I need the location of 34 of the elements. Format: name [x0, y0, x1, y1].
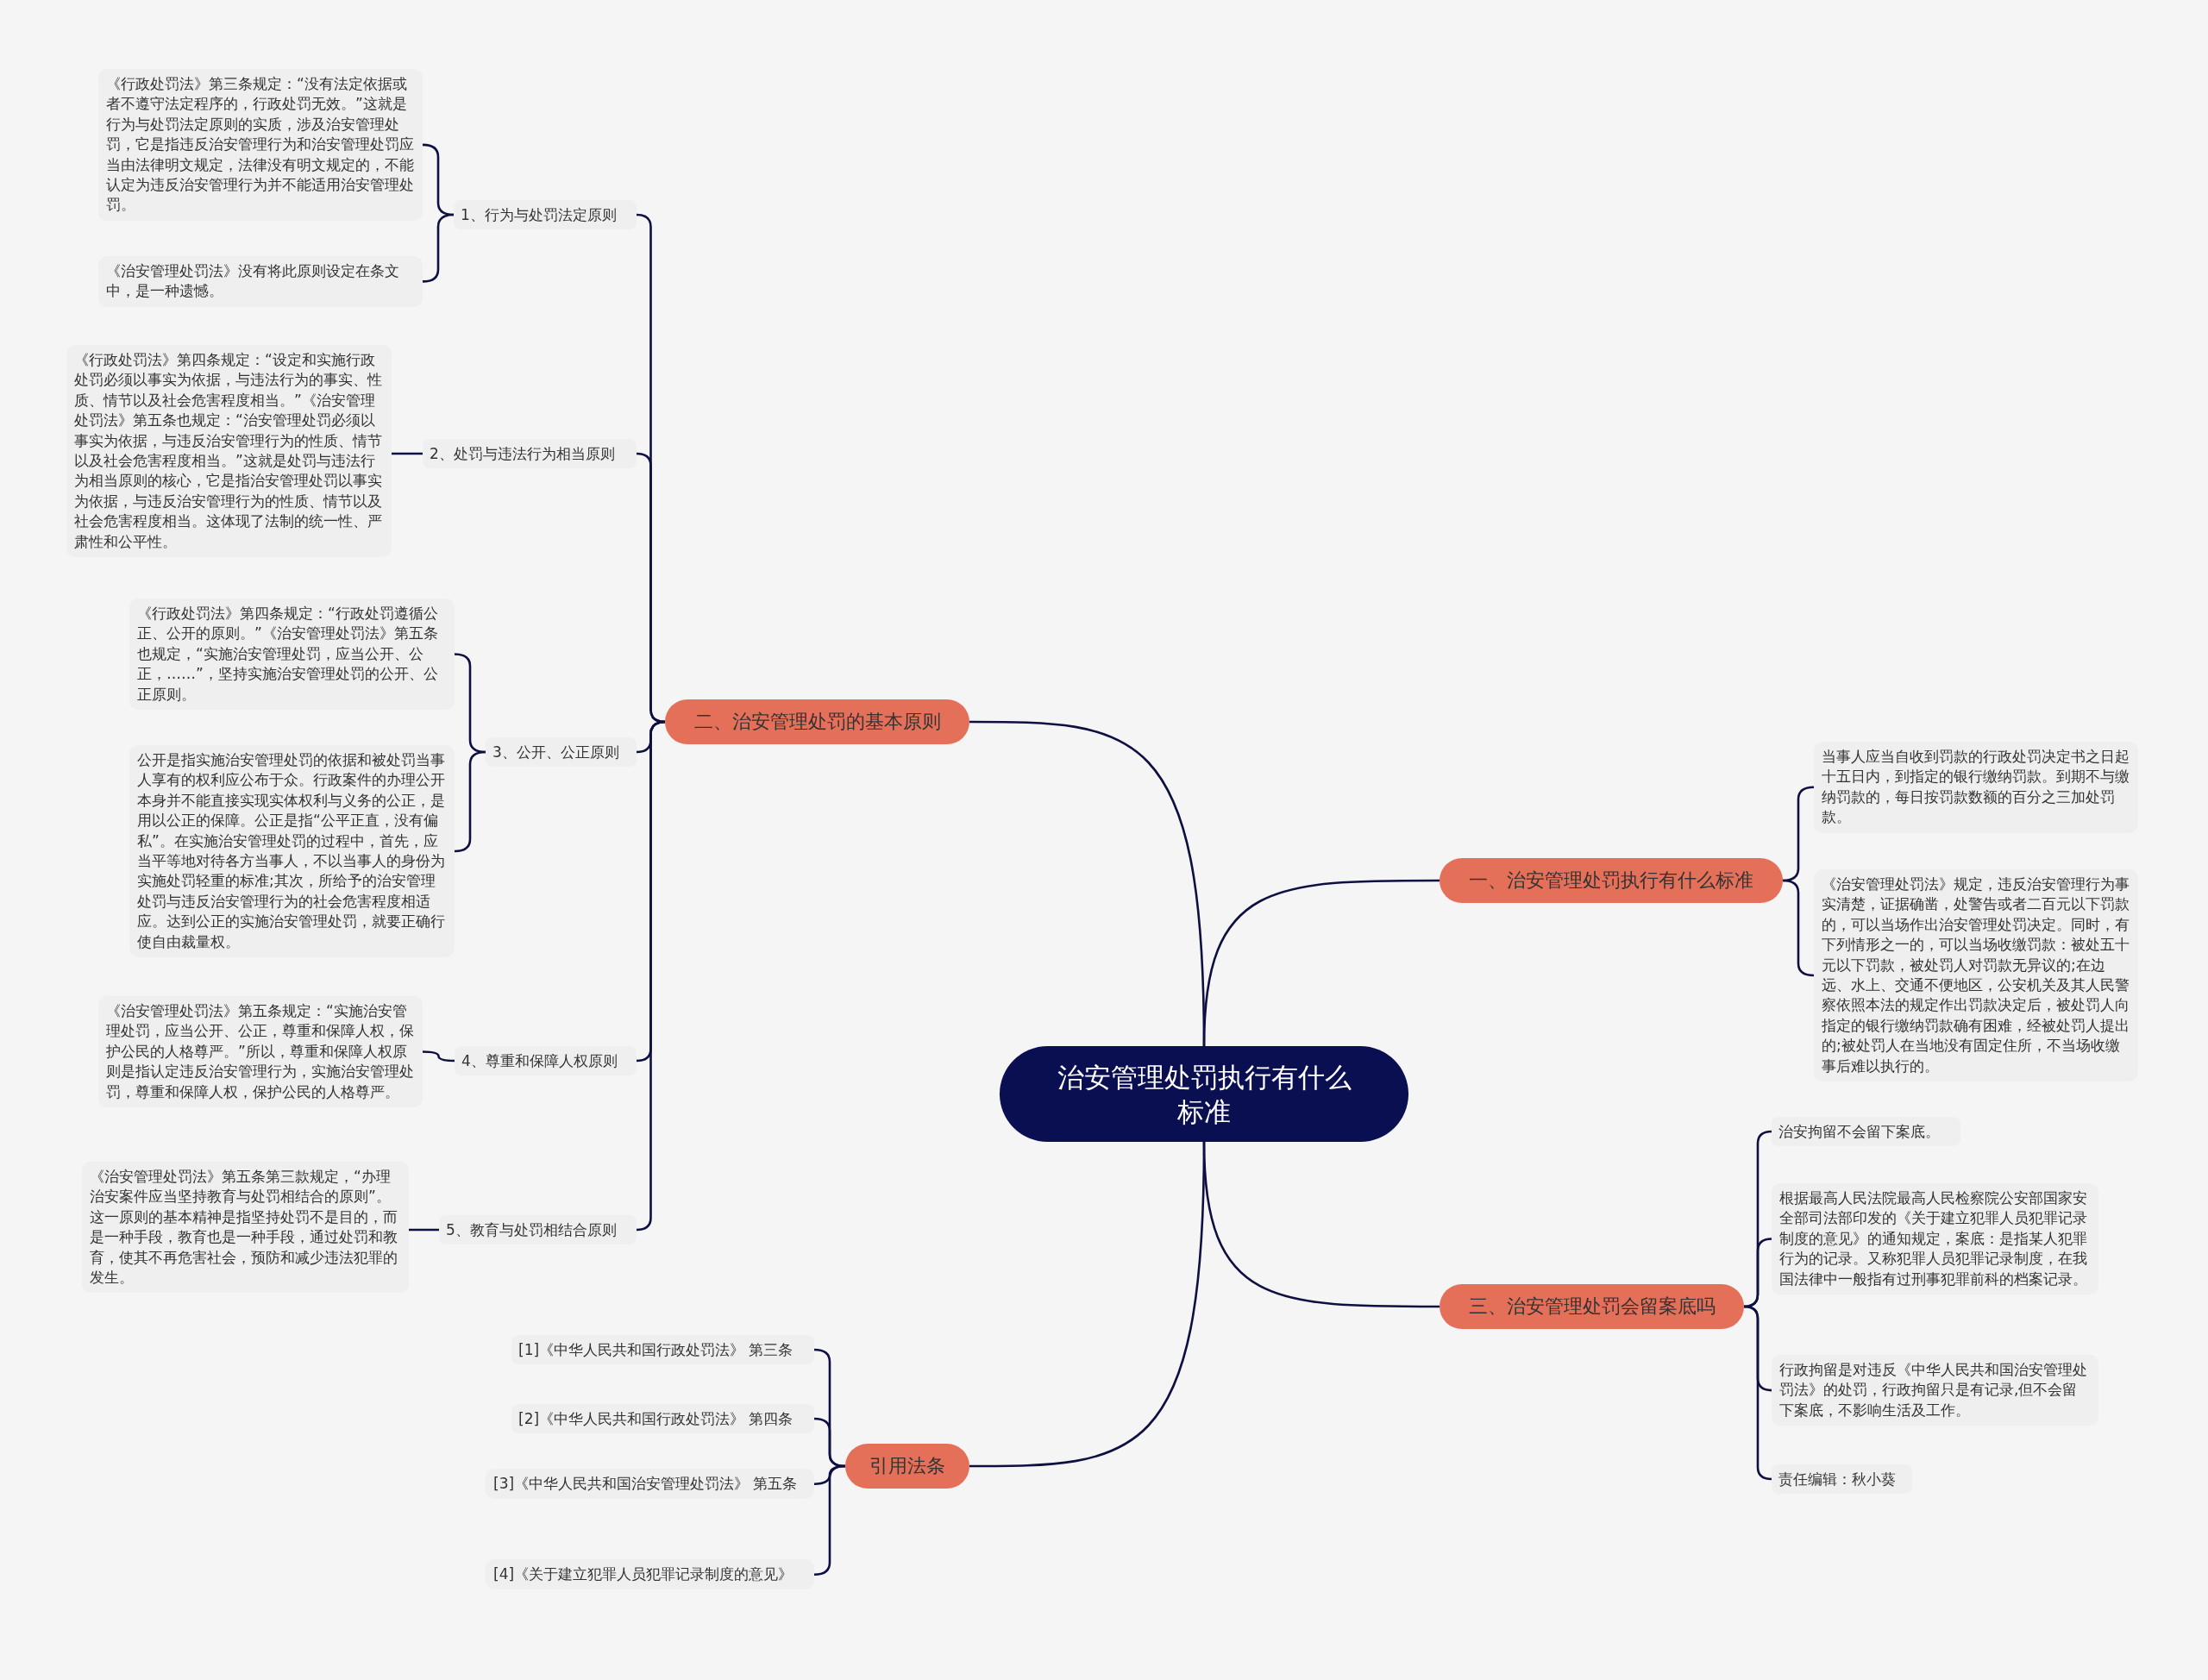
- connector-line: [636, 720, 666, 1232]
- note-card: 《行政处罚法》第四条规定：“行政处罚遵循公正、公开的原则。”《治安管理处罚法》第五条也规定，“实施治安管理处罚，应当公开、公正，……”，坚持实施治安管理处罚的公开、公正原则。: [129, 599, 455, 711]
- subtopic-label: 4、尊重和保障人权原则: [455, 1046, 637, 1075]
- subtopic-label: 5、教育与处罚相结合原则: [439, 1215, 637, 1244]
- connector-line: [392, 452, 423, 455]
- central-topic-pill: 治安管理处罚执行有什么标准: [1000, 1046, 1408, 1142]
- subtopic-label: [1]《中华人民共和国行政处罚法》 第三条: [511, 1335, 814, 1364]
- note-card: 《治安管理处罚法》第五条第三款规定，“办理治安案件应当坚持教育与处罚相结合的原则”。这一原则的基本精神是指坚持处罚不是目的，而是一种手段，教育也是一种手段，通过处罚和教育，使其不再危害社会，预防和减少违法犯罪的发生。: [82, 1162, 409, 1294]
- citation-card: [4]《关于建立犯罪人员犯罪记录制度的意见》: [486, 1559, 814, 1590]
- connector-line: [1202, 1141, 1440, 1308]
- subtopic-label: 1、行为与处罚法定原则: [454, 200, 637, 229]
- connector-line: [969, 720, 1206, 1047]
- connector-line: [636, 452, 666, 724]
- subtopic-label: 治安拘留不会留下案底。: [1772, 1117, 1960, 1146]
- topic-pill: 二、治安管理处罚的基本原则: [665, 699, 969, 744]
- note-card: 《行政处罚法》第三条规定：“没有法定依据或者不遵守法定程序的，行政处罚无效。”这就是行为与处罚法定原则的实质，涉及治安管理处罚，它是指违反治安管理行为和治安管理处罚应当由法律明文规定，法律没有明文规定的，不能认定为违反治安管理行为并不能适用治安管理处罚。: [98, 69, 423, 221]
- note-card: 《治安管理处罚法》第五条规定：“实施治安管理处罚，应当公开、公正，尊重和保障人权，保护公民的人格尊严。”所以，尊重和保障人权原则是指认定违反治安管理行为，实施治安管理处罚，尊重和保障人权，保护公民的人格尊严。: [98, 996, 423, 1108]
- connector-line: [423, 1050, 455, 1063]
- note-card: 《行政处罚法》第四条规定：“设定和实施行政处罚必须以事实为依据，与违法行为的事实、性质、情节以及社会危害程度相当。”《治安管理处罚法》第五条也规定：“治安管理处罚必须以事实为依据，与违反治安管理行为的性质、情节以及社会危害程度相当。”这就是处罚与违法行为相当原则的核心，它是指治安管理处罚以事实为依据，与违反治安管理行为的性质、情节以及社会危害程度相当。这体现了法制的统一性、严肃性和公平性。: [66, 345, 392, 558]
- topic-pill: 一、治安管理处罚执行有什么标准: [1440, 858, 1783, 903]
- note-card: 行政拘留是对违反《中华人民共和国治安管理处罚法》的处罚，行政拘留只是有记录,但不会留下案底，不影响生活及工作。: [1772, 1355, 2098, 1426]
- subtopic-label: [2]《中华人民共和国行政处罚法》 第四条: [511, 1404, 814, 1433]
- connector-line: [409, 1228, 439, 1232]
- note-card: 当事人应当自收到罚款的行政处罚决定书之日起十五日内，到指定的银行缴纳罚款。到期不与缴纳罚款的，每日按罚款数额的百分之三加处罚款。: [1814, 742, 2138, 833]
- subtopic-label: 责任编辑：秋小葵: [1772, 1464, 1912, 1494]
- note-card: 《治安管理处罚法》没有将此原则设定在条文中，是一种遗憾。: [98, 256, 423, 307]
- subtopic-label: 3、公开、公正原则: [486, 737, 637, 767]
- note-card: 根据最高人民法院最高人民检察院公安部国家安全部司法部印发的《关于建立犯罪人员犯罪记录制度的意见》的通知规定，案底：是指某人犯罪行为的记录。又称犯罪人员犯罪记录制度，在我国法律中一般指有过刑事犯罪前科的档案记录。: [1772, 1183, 2098, 1295]
- citation-card: [3]《中华人民共和国治安管理处罚法》 第五条: [486, 1469, 814, 1500]
- note-card: 《治安管理处罚法》规定，违反治安管理行为事实清楚，证据确凿，处警告或者二百元以下罚款的，可以当场作出治安管理处罚决定。同时，有下列情形之一的，可以当场收缴罚款：被处五十元以下罚款，被处罚人对罚款无异议的;在边远、水上、交通不便地区，公安机关及其人民警察依照本法的规定作出罚款决定后，被处罚人向指定的银行缴纳罚款确有困难，经被处罚人提出的;被处罚人在当地没有固定住所，不当场收缴事后难以执行的。: [1814, 869, 2138, 1082]
- note-card: 公开是指实施治安管理处罚的依据和被处罚当事人享有的权利应公布于众。行政案件的办理公开本身并不能直接实现实体权利与义务的公正，是用以公正的保障。公正是指“公平正直，没有偏私”。在实施治安管理处罚的过程中，首先，应当平等地对待各方当事人，不以当事人的身份为实施处罚轻重的标准;其次，所给予的治安管理处罚与违反治安管理行为的社会危害程度相适应。达到公正的实施治安管理处罚，就要正确行使自由裁量权。: [129, 745, 455, 958]
- topic-pill: 三、治安管理处罚会留案底吗: [1440, 1284, 1744, 1329]
- subtopic-label: 2、处罚与违法行为相当原则: [423, 439, 637, 468]
- topic-pill: 引用法条: [845, 1444, 969, 1489]
